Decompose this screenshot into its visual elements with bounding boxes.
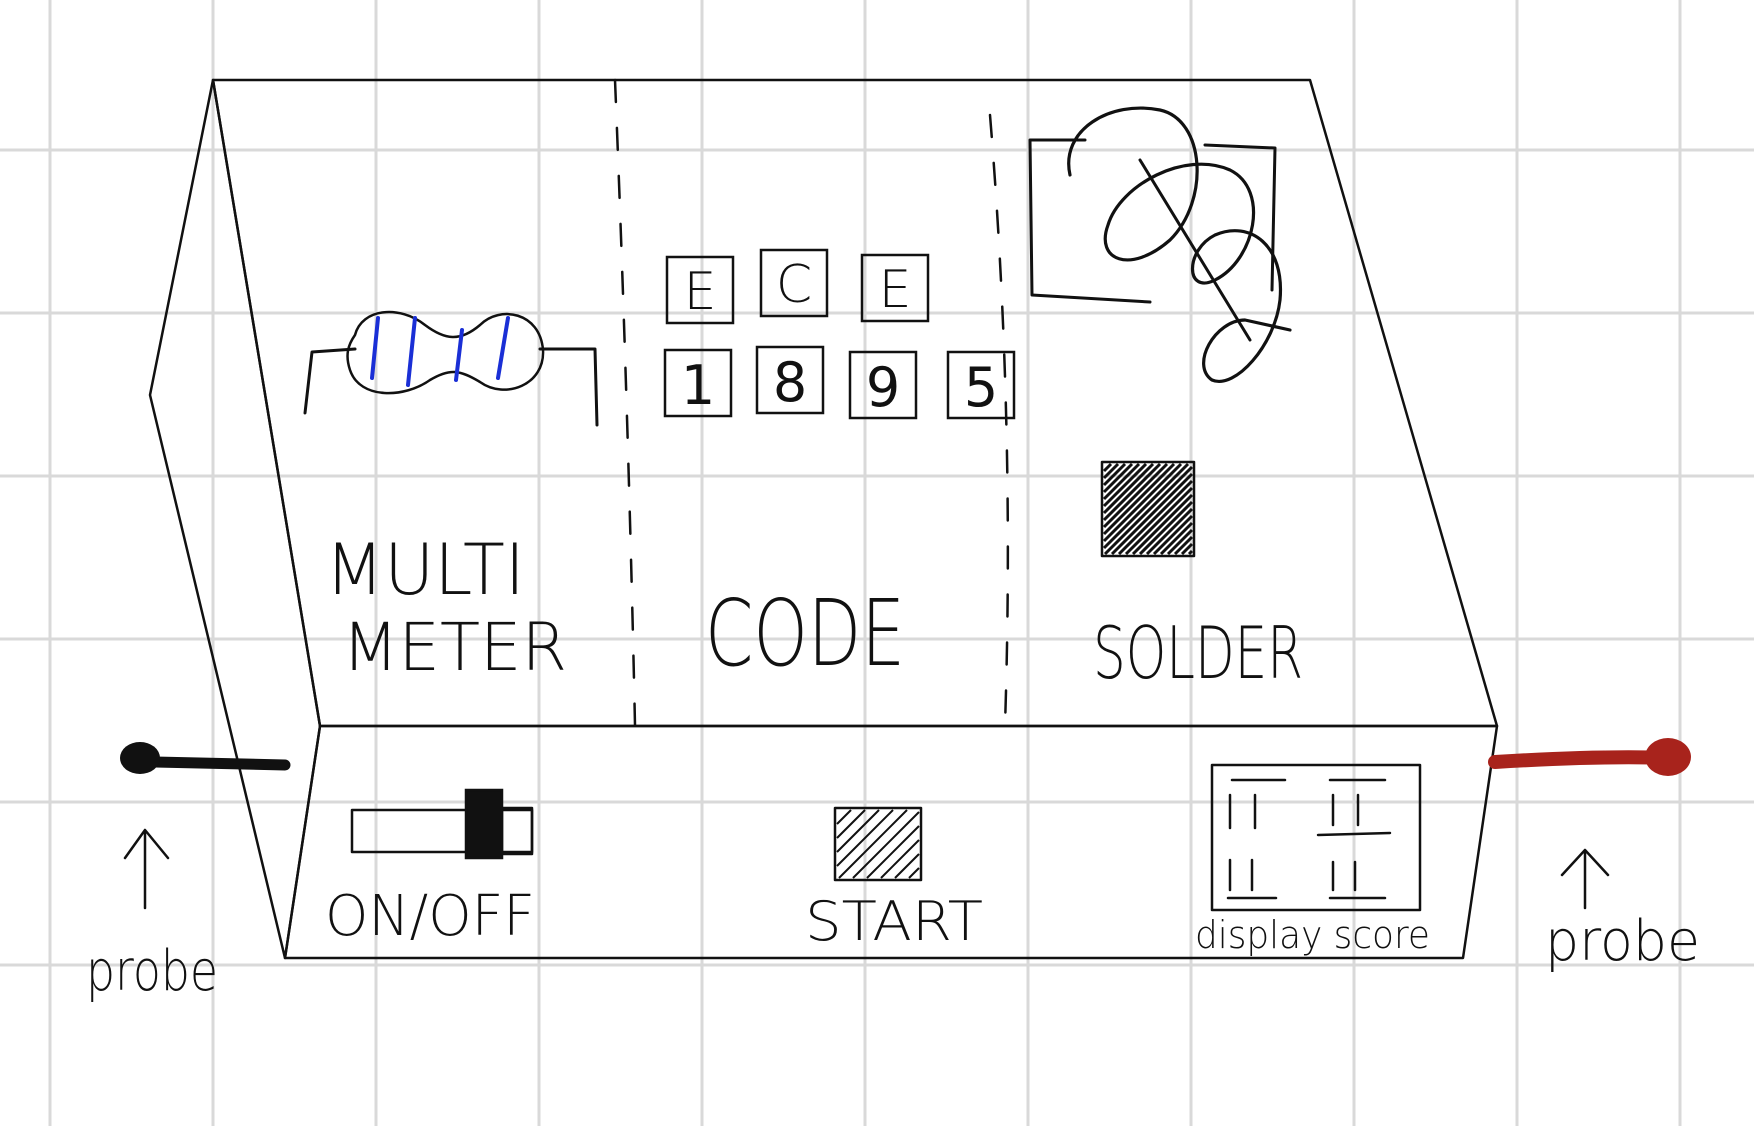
hatch-line: [1102, 462, 1113, 473]
start-label: START: [805, 890, 983, 953]
code-letter: E: [684, 262, 717, 322]
hatch-line: [1102, 462, 1141, 501]
multimeter-label-line2: METER: [342, 609, 567, 686]
hatch-line: [1138, 500, 1194, 556]
code-digit-tile: 9: [848, 350, 918, 420]
hatch-line: [1117, 479, 1194, 556]
hatch-line: [1102, 462, 1162, 522]
hatch-line: [836, 809, 852, 825]
resistor-band: [454, 328, 464, 382]
left-probe-wire: [149, 756, 291, 771]
left-probe-label: probe: [86, 939, 218, 1004]
code-letter-tile: E: [860, 253, 930, 323]
start-button[interactable]: [833, 806, 923, 882]
resistor-icon: [303, 310, 599, 427]
hatch-line: [1187, 549, 1194, 556]
multimeter-section: MULTI METER: [303, 310, 599, 686]
resistor-band: [496, 316, 510, 380]
hatch-line: [836, 809, 894, 867]
display-label: display score: [1195, 913, 1430, 957]
hatch-line: [894, 853, 920, 879]
hatch-line: [1166, 528, 1194, 556]
hatch-line: [1102, 462, 1134, 494]
hatch-line: [1145, 507, 1194, 556]
score-display: [1210, 763, 1422, 912]
seven-segment-digit-left: [1226, 778, 1287, 900]
code-digit: 8: [773, 351, 807, 414]
left-probe[interactable]: probe: [86, 742, 291, 1004]
hatch-line: [1102, 462, 1183, 543]
right-probe[interactable]: probe: [1488, 738, 1700, 974]
resistor-band: [370, 316, 380, 380]
hatch-line: [1102, 462, 1127, 487]
hatch-line: [1173, 535, 1194, 556]
hatch-line: [836, 809, 866, 839]
code-digit-tile: 1: [663, 348, 733, 418]
code-letter-tile: E: [665, 255, 735, 325]
solder-button[interactable]: [1100, 460, 1196, 558]
right-probe-label: probe: [1545, 909, 1700, 974]
hatch-line: [1159, 521, 1194, 556]
code-label: CODE: [705, 580, 905, 687]
power-label: ON/OFF: [325, 884, 535, 949]
hatch-line: [1124, 486, 1194, 556]
code-digit: 5: [964, 356, 998, 419]
code-letter: E: [879, 260, 912, 320]
divider-right: [988, 113, 1010, 727]
hatch-line: [1102, 462, 1190, 550]
solder-section: SOLDER: [1028, 106, 1303, 695]
code-digit: 9: [866, 356, 900, 419]
left-probe-tip[interactable]: [120, 742, 160, 774]
power-switch[interactable]: [350, 788, 534, 860]
code-letter: C: [776, 255, 812, 315]
hatch-line: [1131, 493, 1194, 556]
solder-label: SOLDER: [1093, 611, 1303, 695]
code-digit-tile: 8: [755, 345, 825, 415]
divider-left: [613, 78, 637, 727]
front-panel: ON/OFF START display score: [325, 763, 1430, 957]
code-digit-tile: 5: [946, 350, 1016, 420]
right-probe-arrow-icon: [1560, 848, 1610, 910]
hatch-line: [1102, 462, 1176, 536]
multimeter-label-line1: MULTI: [325, 529, 525, 611]
right-probe-tip[interactable]: [1645, 738, 1691, 776]
hatch-line: [880, 839, 920, 879]
box-side-face: [148, 78, 322, 960]
hatch-line: [1102, 462, 1169, 529]
right-probe-wire: [1488, 750, 1677, 769]
code-letter-tile: C: [759, 248, 829, 318]
hatch-line: [1152, 514, 1194, 556]
hatch-line: [866, 825, 920, 879]
seven-segment-digit-right: [1316, 778, 1392, 900]
hatch-line: [1103, 465, 1194, 556]
hatch-line: [852, 811, 920, 879]
hatch-line: [908, 867, 920, 879]
hatch-line: [1180, 542, 1194, 556]
switch-knob[interactable]: [464, 788, 504, 860]
hatch-line: [1102, 462, 1155, 515]
hatch-line: [838, 809, 908, 879]
hatch-line: [1110, 472, 1194, 556]
solder-wire-icon: [1028, 106, 1292, 383]
code-digit: 1: [681, 354, 715, 417]
left-probe-arrow-icon: [123, 828, 170, 910]
device-box: [148, 78, 1499, 960]
hatch-line: [1102, 462, 1148, 508]
resistor-band: [406, 316, 417, 387]
hatch-line: [836, 809, 880, 853]
hatch-line: [1102, 462, 1120, 480]
